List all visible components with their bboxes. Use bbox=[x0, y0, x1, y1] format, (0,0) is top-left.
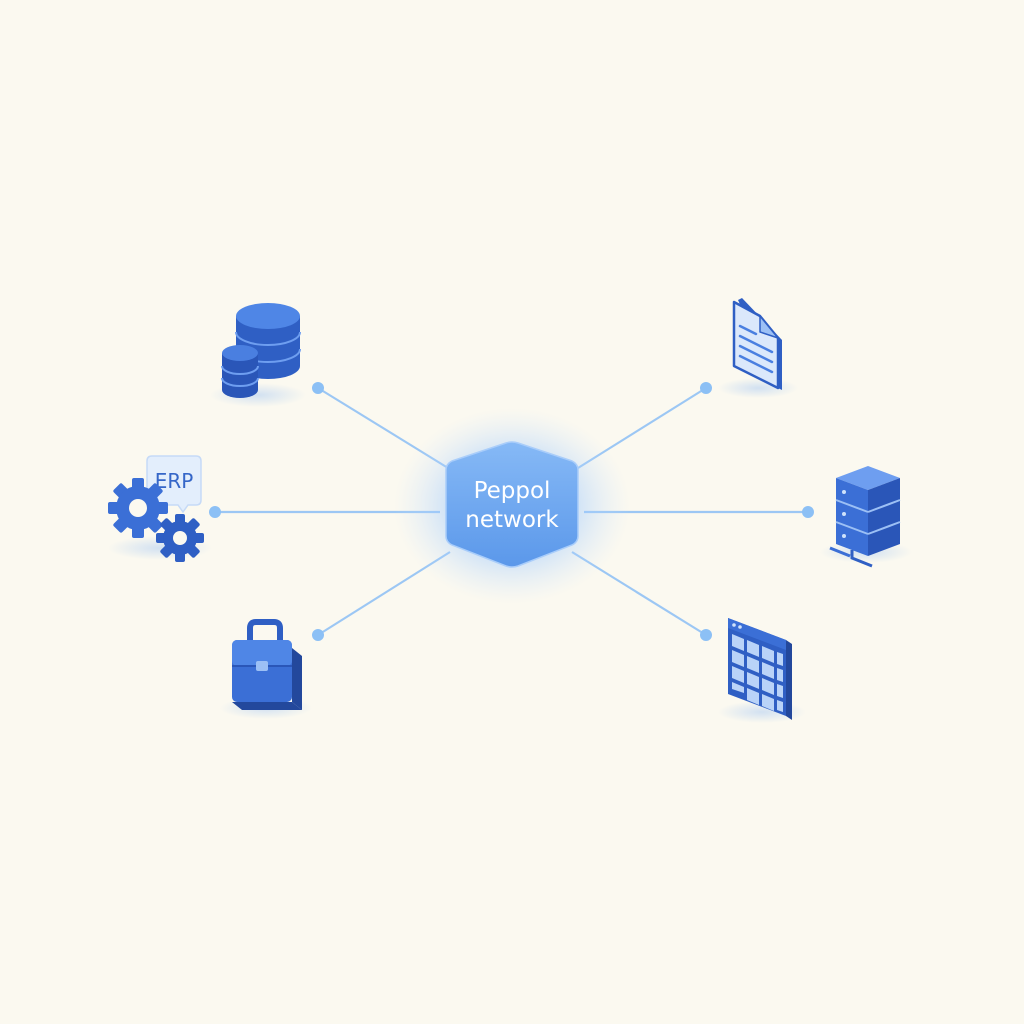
database-icon bbox=[210, 303, 306, 407]
erp-gears-icon: ERP bbox=[108, 455, 212, 562]
server-icon bbox=[820, 466, 912, 568]
hub-shape bbox=[445, 441, 579, 568]
dot-document bbox=[700, 382, 712, 394]
endpoint-dots bbox=[209, 382, 814, 641]
dot-server bbox=[802, 506, 814, 518]
dot-database bbox=[312, 382, 324, 394]
dot-erp bbox=[209, 506, 221, 518]
hub-label-line1: Peppol bbox=[474, 478, 551, 504]
briefcase-icon bbox=[220, 619, 312, 719]
hub-label-line2: network bbox=[465, 507, 559, 533]
dot-spreadsheet bbox=[700, 629, 712, 641]
document-icon bbox=[718, 298, 798, 398]
dot-briefcase bbox=[312, 629, 324, 641]
spreadsheet-icon bbox=[718, 618, 806, 723]
peppol-hub[interactable]: Peppol network bbox=[394, 408, 630, 604]
